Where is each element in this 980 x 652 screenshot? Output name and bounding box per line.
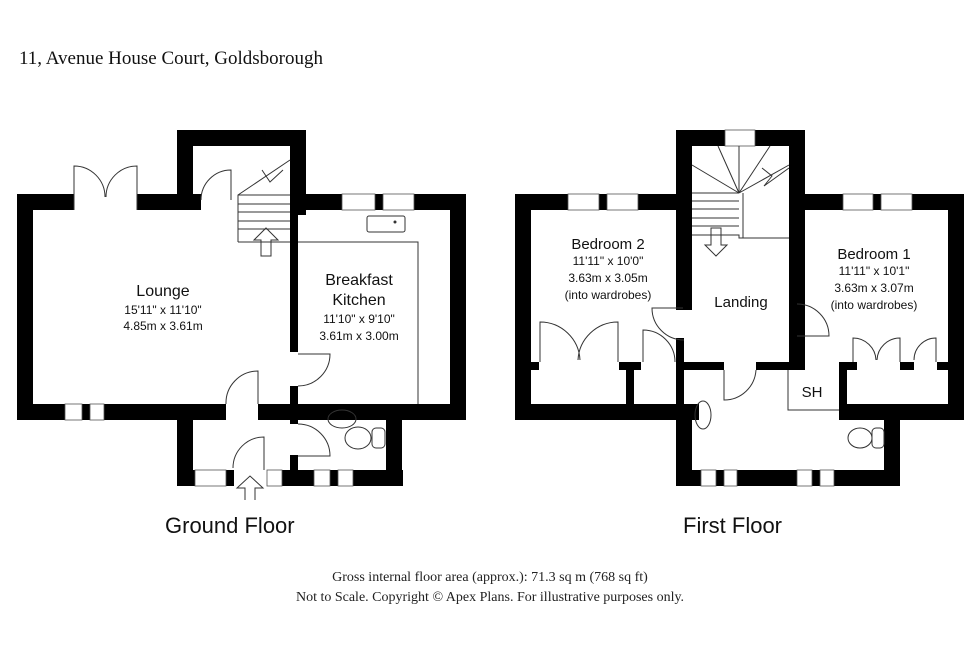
landing-label: Landing: [714, 294, 767, 311]
ground-floor-label: Ground Floor: [165, 513, 295, 538]
copyright-note: Not to Scale. Copyright © Apex Plans. Fo…: [295, 590, 685, 605]
bedroom2-label: Bedroom 2: [571, 236, 644, 253]
bedroom1-note: (into wardrobes): [831, 298, 918, 312]
bedroom2-metric: 3.63m x 3.05m: [568, 271, 647, 285]
ground-floor-plan: [17, 130, 466, 500]
bedroom2-note: (into wardrobes): [565, 288, 652, 302]
lounge-metric: 4.85m x 3.61m: [123, 319, 202, 333]
kitchen-imperial: 11'10" x 9'10": [323, 312, 395, 326]
lounge-imperial: 15'11" x 11'10": [124, 303, 201, 317]
first-floor-plan: [515, 129, 964, 487]
sh-label: SH: [802, 384, 823, 401]
first-floor-label: First Floor: [683, 513, 782, 538]
bedroom2-imperial: 11'11" x 10'0": [573, 254, 644, 268]
kitchen-label-line1: Breakfast: [325, 272, 393, 289]
property-address: 11, Avenue House Court, Goldsborough: [19, 48, 323, 69]
kitchen-label-line2: Kitchen: [332, 292, 385, 309]
floor-area-note: Gross internal floor area (approx.): 71.…: [332, 570, 648, 585]
kitchen-metric: 3.61m x 3.00m: [319, 329, 398, 343]
lounge-label: Lounge: [136, 283, 189, 300]
bedroom1-label: Bedroom 1: [837, 246, 910, 263]
bedroom1-metric: 3.63m x 3.07m: [834, 281, 913, 295]
bedroom1-imperial: 11'11" x 10'1": [839, 264, 910, 278]
